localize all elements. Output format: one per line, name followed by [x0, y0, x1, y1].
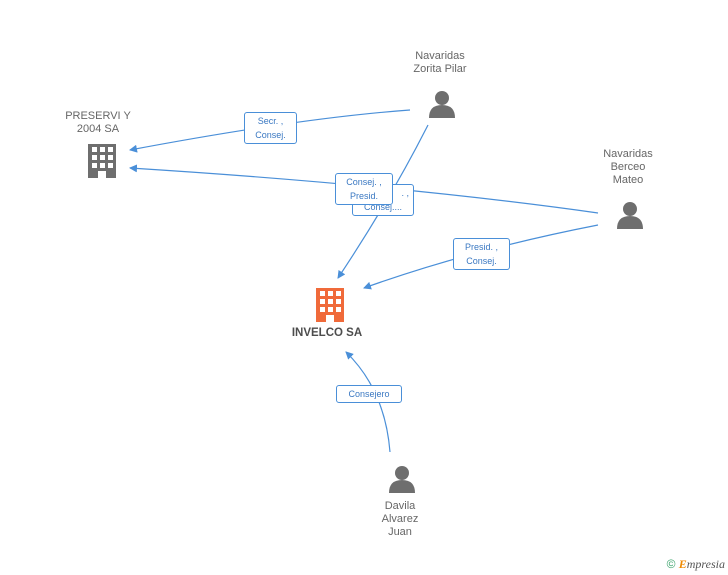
edge-label-line: Consej. [255, 130, 286, 140]
preservi-label-line1: PRESERVI Y [65, 110, 131, 122]
edge-label-davila-invelco[interactable]: Consejero [336, 385, 402, 403]
edge-label-berceo-preservi[interactable]: Consej. , Presid. [335, 173, 393, 205]
building-highlight-icon[interactable] [314, 288, 346, 324]
copyright-icon: © [666, 557, 676, 571]
davila-label[interactable]: Davila Alvarez Juan [360, 500, 440, 539]
brand-name: mpresia [686, 557, 725, 571]
edge-label-zorita-preservi[interactable]: Secr. , Consej. [244, 112, 297, 144]
brand-logo: Empresia [679, 557, 725, 571]
edge-label-line: . , [401, 188, 409, 198]
preservi-label[interactable]: PRESERVI Y 2004 SA [55, 110, 141, 136]
footer-brand[interactable]: © Empresia [667, 557, 725, 572]
edge-label-line: Presid. , [464, 242, 498, 252]
person-icon[interactable] [428, 90, 456, 118]
person-icon[interactable] [388, 465, 416, 493]
brand-initial: E [678, 557, 687, 571]
edge-label-berceo-invelco[interactable]: Presid. , Consej. [453, 238, 510, 270]
edge-label-line: Consej.... [363, 202, 403, 212]
edge-label-line: Presid. [349, 191, 378, 201]
davila-label-line3: Juan [388, 526, 412, 538]
berceo-label-line1: Navaridas [603, 148, 653, 160]
building-icon[interactable] [86, 144, 118, 180]
berceo-label-line3: Mateo [612, 174, 644, 186]
person-icon[interactable] [616, 201, 644, 229]
zorita-label-line2: Zorita Pilar [413, 63, 467, 75]
zorita-label[interactable]: Navaridas Zorita Pilar [390, 50, 490, 76]
preservi-label-line2: 2004 SA [76, 123, 120, 135]
davila-label-line2: Alvarez [381, 513, 419, 525]
edge-label-line: Consej. , [346, 177, 382, 187]
edge-label-line: Consej. [466, 256, 497, 266]
zorita-label-line1: Navaridas [415, 50, 465, 62]
berceo-label[interactable]: Navaridas Berceo Mateo [588, 148, 668, 187]
invelco-label[interactable]: INVELCO SA [291, 327, 363, 339]
davila-label-line1: Davila [384, 500, 416, 512]
berceo-label-line2: Berceo [610, 161, 646, 173]
edge-label-line: Secr. , [257, 116, 284, 126]
